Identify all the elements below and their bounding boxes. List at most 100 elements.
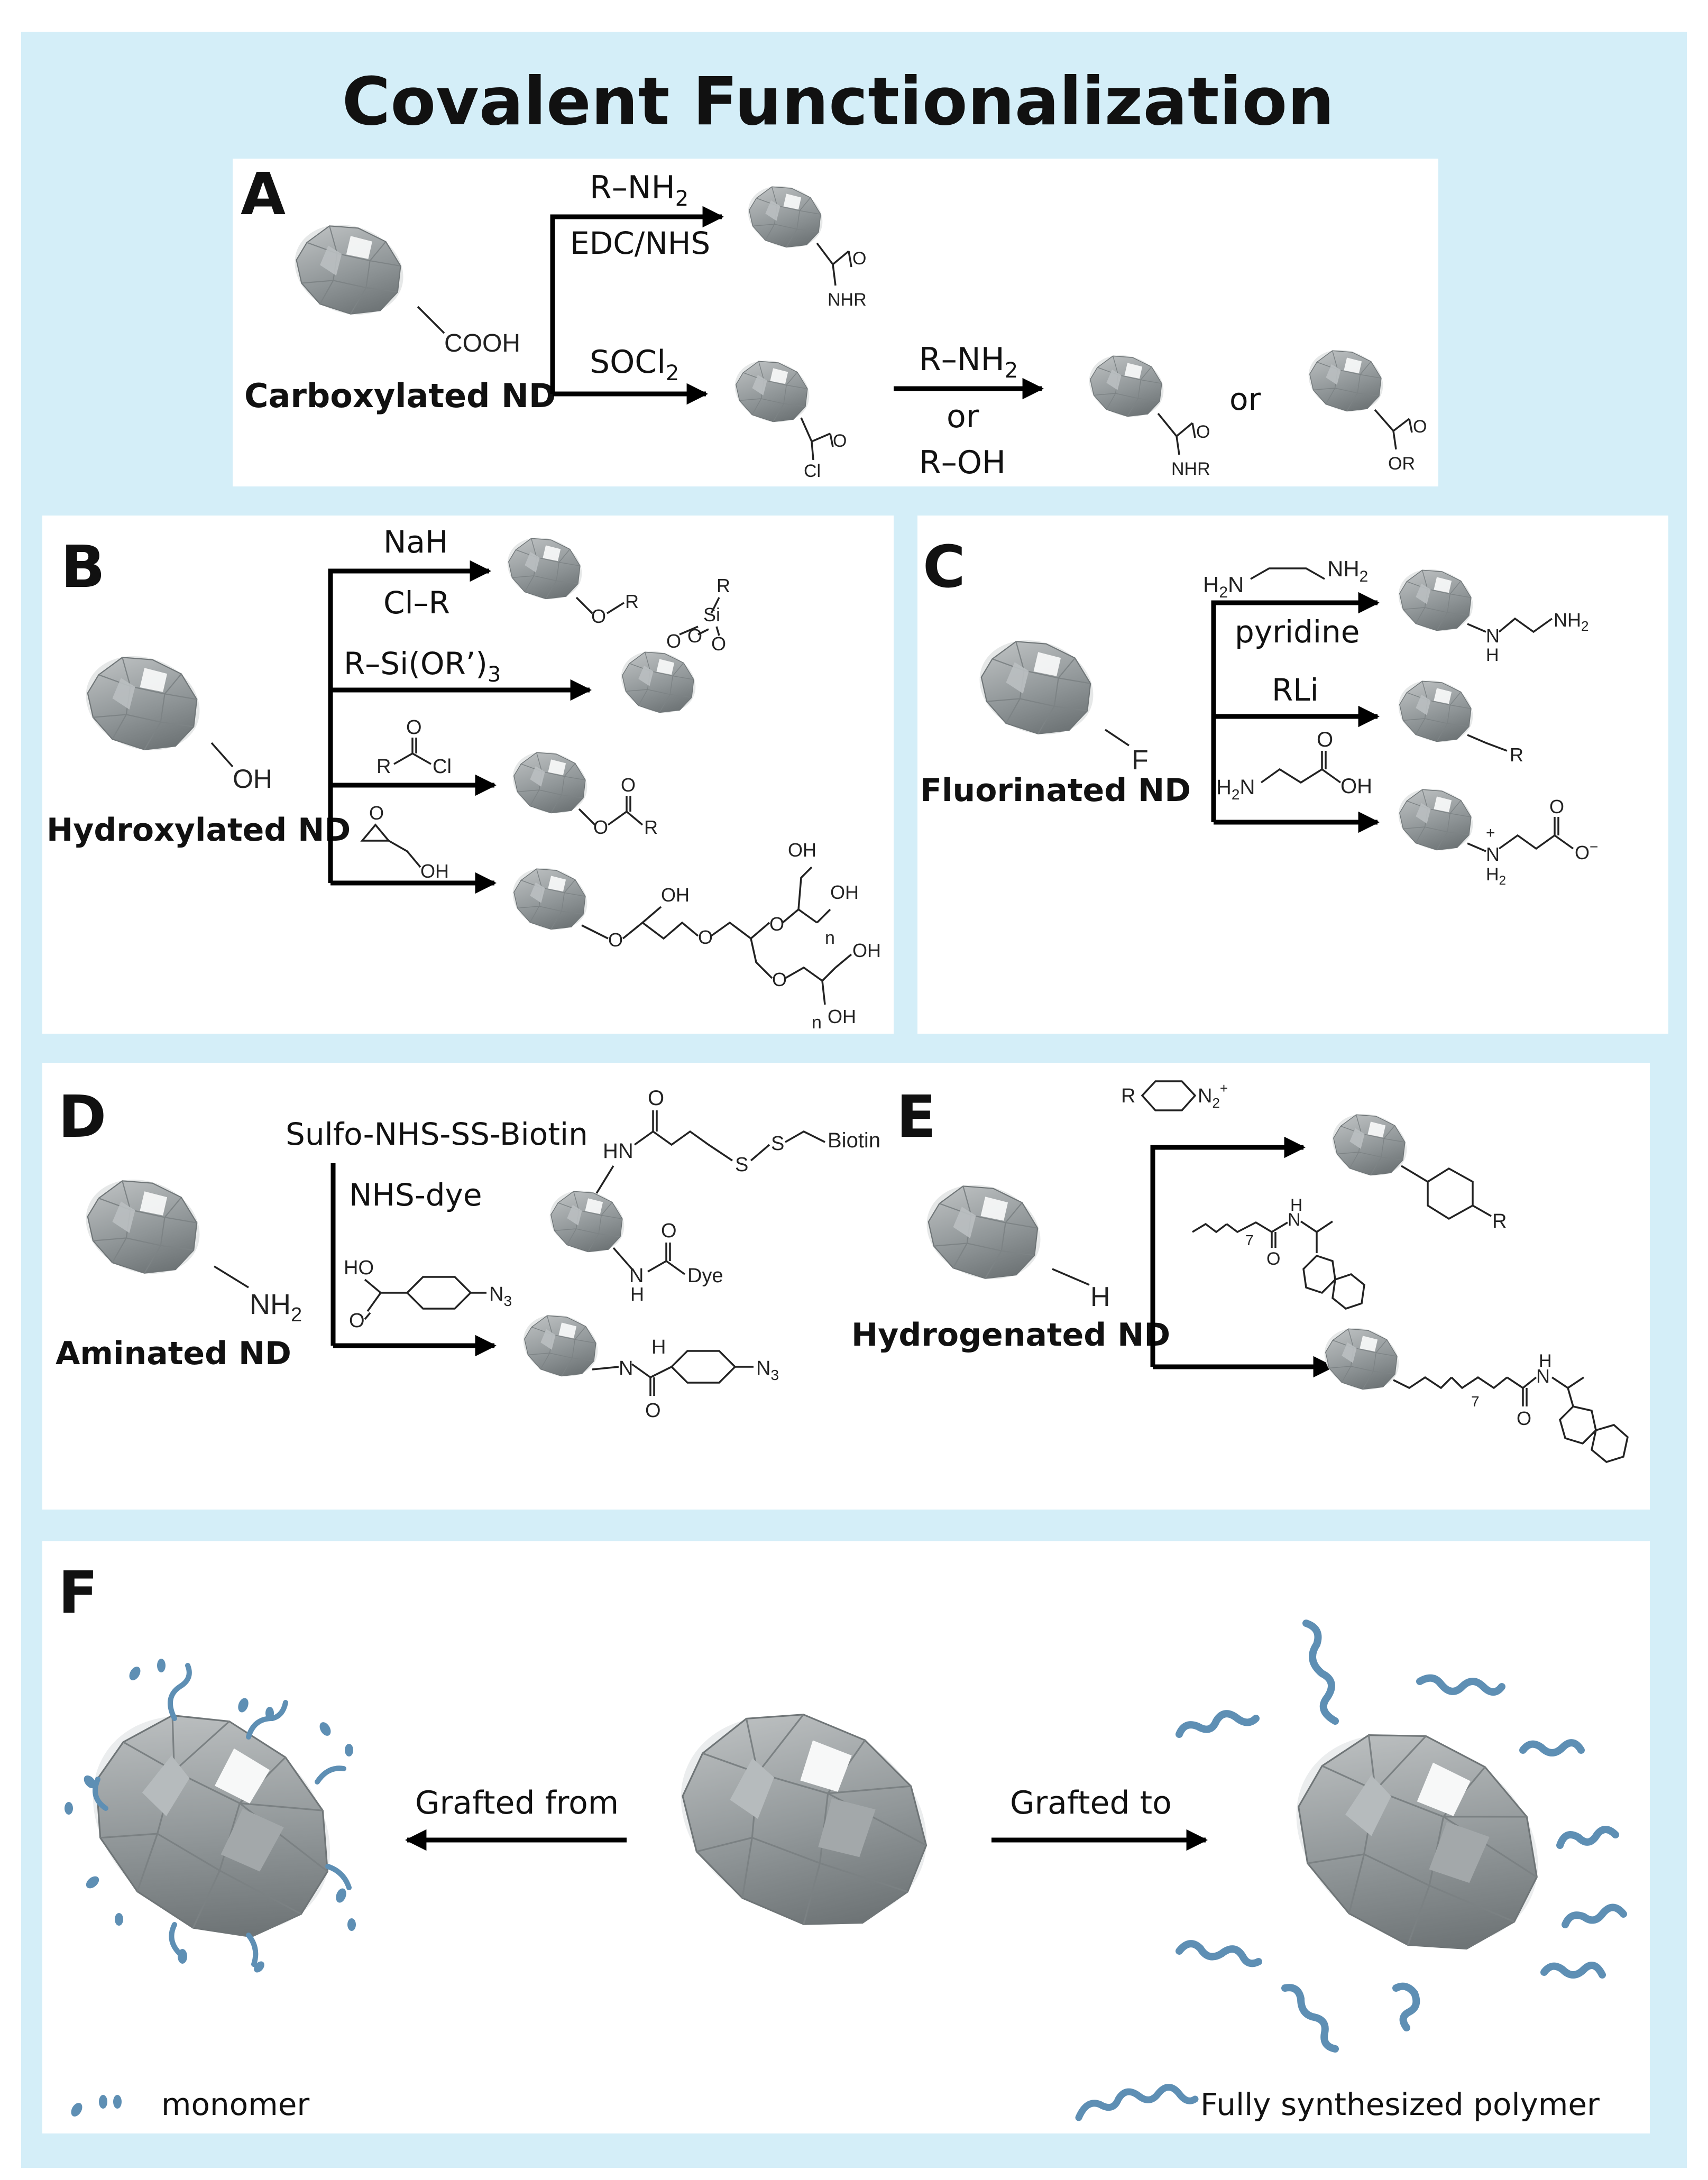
atom-label: R bbox=[1121, 1085, 1135, 1107]
atom-label: N bbox=[1486, 625, 1500, 647]
naphthalene-ring-icon bbox=[1591, 1424, 1629, 1463]
polymer-legend: Fully synthesized polymer bbox=[1075, 2084, 1600, 2122]
substrate-label: Hydrogenated ND bbox=[851, 1317, 1170, 1354]
naphthalene-ring-icon bbox=[1331, 1273, 1365, 1310]
reagent-label: R–Si(OR’)3 bbox=[344, 646, 501, 687]
atom-label: N bbox=[1288, 1210, 1301, 1230]
bond-line bbox=[214, 1265, 249, 1289]
atom-label: O bbox=[1413, 417, 1427, 437]
substrate-group: NH2 bbox=[250, 1289, 302, 1326]
grafted-from-label: Grafted from bbox=[415, 1785, 619, 1822]
bond-line bbox=[1467, 734, 1508, 752]
atom-label: O bbox=[833, 431, 847, 451]
panel-a: A COOH Carboxylated ND R–NH2 EDC/NHS O N… bbox=[233, 159, 1438, 486]
atom-label: Cl bbox=[804, 461, 821, 481]
atom-label: N bbox=[1536, 1365, 1550, 1387]
reagent-label: NHS-dye bbox=[349, 1177, 482, 1213]
reaction-arrow bbox=[550, 206, 724, 394]
bond-line bbox=[1192, 1220, 1333, 1253]
substrate-label: Hydroxylated ND bbox=[47, 812, 351, 849]
atom-label: OH bbox=[830, 881, 859, 903]
atom-label: O bbox=[349, 1310, 365, 1332]
atom-label: O bbox=[1517, 1408, 1531, 1429]
reagent-label: NaH bbox=[383, 524, 448, 560]
atom-label: Si bbox=[703, 604, 720, 626]
panel-f-letter: F bbox=[58, 1559, 98, 1626]
atom-label: OH bbox=[852, 940, 881, 961]
panel-e-letter: E bbox=[896, 1083, 936, 1151]
atom-label: n bbox=[825, 928, 835, 948]
monomer-icon bbox=[71, 2095, 122, 2117]
atom-label: Dye bbox=[687, 1265, 723, 1287]
panel-d-letter: D bbox=[58, 1083, 106, 1151]
polymer-legend-label: Fully synthesized polymer bbox=[1200, 2086, 1600, 2122]
or-text: or bbox=[1229, 381, 1261, 417]
panel-c-letter: C bbox=[923, 533, 966, 601]
atom-label: NH2 bbox=[1554, 609, 1588, 634]
panel-f: F Grafted from bbox=[42, 1541, 1650, 2133]
reagent-label: SOCl2 bbox=[590, 344, 679, 385]
reaction-arrow bbox=[1211, 592, 1380, 822]
atom-label: N2+ bbox=[1198, 1080, 1228, 1111]
reagent-label: H2N bbox=[1203, 572, 1244, 601]
atom-label: H bbox=[651, 1336, 666, 1358]
atom-label: NHR bbox=[1171, 459, 1210, 479]
bond-line bbox=[581, 866, 852, 1005]
atom-label: O bbox=[645, 1400, 661, 1422]
atom-label: O bbox=[591, 605, 606, 627]
substrate-label: Fluorinated ND bbox=[920, 772, 1191, 809]
atom-label: O bbox=[608, 929, 623, 951]
bond-line bbox=[393, 738, 431, 765]
atom-label: O bbox=[666, 630, 681, 652]
atom-label: O bbox=[852, 249, 866, 269]
atom-label: O bbox=[621, 774, 636, 796]
panel-d: D NH2 Aminated ND Sulfo-NHS-SS-Biotin NH… bbox=[42, 1063, 1650, 1510]
bond-line bbox=[1157, 412, 1196, 455]
atom-label: H2 bbox=[1486, 864, 1506, 888]
atom-label: R bbox=[377, 756, 391, 778]
monomer-legend: monomer bbox=[71, 2086, 309, 2122]
atom-label: R bbox=[717, 575, 730, 596]
atom-label: N bbox=[629, 1265, 644, 1287]
bond-line bbox=[1260, 751, 1342, 784]
reagent-label: Cl–R bbox=[383, 585, 450, 621]
bond-line bbox=[612, 1243, 686, 1275]
atom-label: HN bbox=[603, 1139, 633, 1163]
bond-line bbox=[364, 1278, 407, 1320]
reagent-label: Sulfo-NHS-SS-Biotin bbox=[286, 1116, 588, 1152]
panel-e: E H Hydrogenated ND R N2+ R 7 N H O 7 N … bbox=[851, 1080, 1629, 1463]
bond-line bbox=[1052, 1268, 1090, 1286]
substrate-group: COOH bbox=[444, 329, 520, 357]
atom-label: S bbox=[735, 1154, 748, 1176]
atom-label: Biotin bbox=[828, 1129, 880, 1152]
reagent-label: R–NH2 bbox=[590, 169, 688, 211]
atom-label: O bbox=[593, 816, 608, 838]
atom-label: H bbox=[1486, 645, 1499, 665]
atom-label: O bbox=[772, 969, 787, 990]
atom-label: OH bbox=[828, 1006, 856, 1027]
atom-label: 7 bbox=[1245, 1232, 1254, 1248]
reagent-label: pyridine bbox=[1235, 614, 1360, 650]
bond-line bbox=[1250, 567, 1325, 580]
atom-label: NHR bbox=[828, 290, 867, 310]
atom-label: O bbox=[1317, 728, 1333, 751]
atom-label: O bbox=[1549, 796, 1564, 817]
atom-label: O bbox=[369, 802, 384, 824]
bond-line bbox=[800, 417, 834, 461]
reagent-label: or bbox=[947, 398, 979, 435]
reagent-label: NH2 bbox=[1327, 556, 1368, 585]
atom-label: Cl bbox=[433, 756, 452, 778]
atom-label: S bbox=[771, 1133, 784, 1155]
atom-label: N3 bbox=[756, 1357, 779, 1383]
bond-line bbox=[591, 1110, 825, 1201]
bond-line bbox=[1374, 409, 1413, 450]
polymer-chain-icon bbox=[1176, 1620, 1627, 2053]
bond-line bbox=[1105, 729, 1130, 747]
atom-label: O bbox=[711, 633, 726, 655]
panel-b-box bbox=[42, 516, 894, 1034]
atom-label: O− bbox=[1575, 839, 1598, 863]
monomer-icon bbox=[65, 1659, 356, 1973]
atom-label: O bbox=[1196, 422, 1210, 442]
atom-label: N bbox=[1486, 843, 1500, 865]
